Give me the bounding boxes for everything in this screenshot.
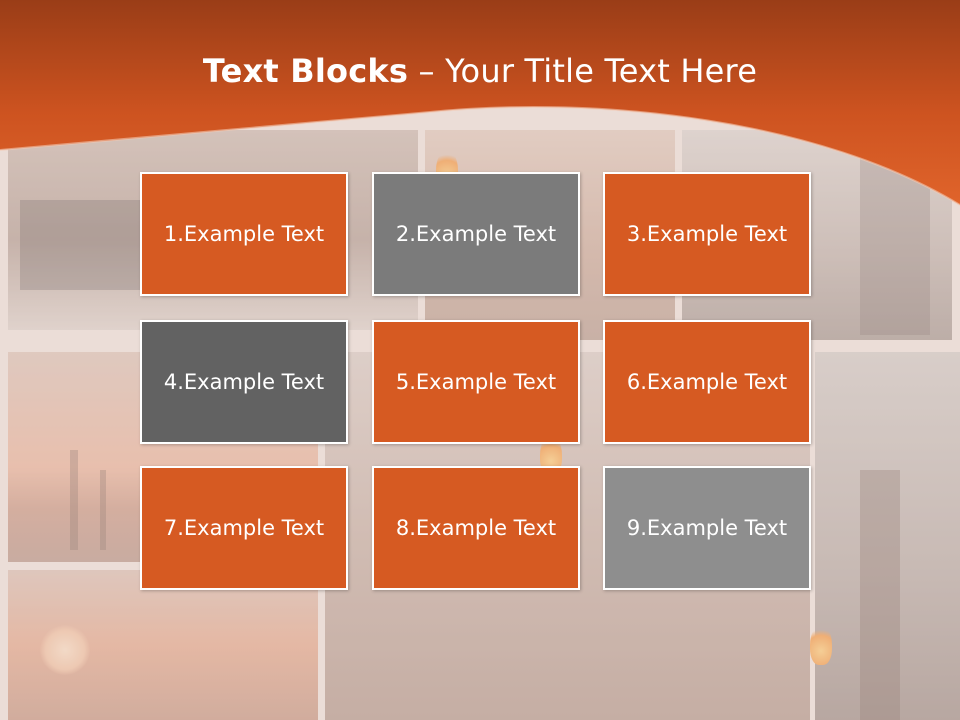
chimney-photo-right (815, 352, 960, 720)
flare-flame (810, 625, 832, 665)
flare-flame (540, 435, 562, 475)
sun-shape (40, 625, 90, 675)
truck-silhouette (20, 200, 140, 290)
text-block-4: 4.Example Text (140, 320, 348, 444)
text-block-1: 1.Example Text (140, 172, 348, 296)
text-block-7: 7.Example Text (140, 466, 348, 590)
refinery-tower-silhouette (70, 450, 78, 550)
header-curved-band (0, 0, 960, 206)
text-block-9: 9.Example Text (603, 466, 811, 590)
text-block-2: 2.Example Text (372, 172, 580, 296)
title-dash: – (408, 52, 446, 90)
text-block-8: 8.Example Text (372, 466, 580, 590)
text-block-5: 5.Example Text (372, 320, 580, 444)
text-block-6: 6.Example Text (603, 320, 811, 444)
slide-title: Text Blocks – Your Title Text Here (0, 52, 960, 90)
chimney-silhouette (860, 470, 900, 720)
title-bold: Text Blocks (202, 52, 409, 90)
header-banner: Text Blocks – Your Title Text Here (0, 0, 960, 225)
text-block-3: 3.Example Text (603, 172, 811, 296)
refinery-tower-silhouette (100, 470, 106, 550)
title-rest: Your Title Text Here (445, 52, 758, 90)
